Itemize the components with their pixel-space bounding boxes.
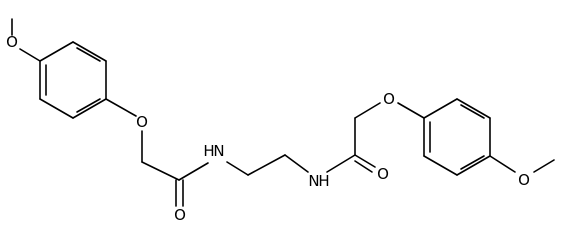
bond [19,48,41,62]
bond [354,102,381,119]
bond [354,160,373,173]
benzene-ring-left [39,41,107,119]
atom-label-oxygen: O [6,33,18,51]
bond [354,154,376,168]
atom-label-oxygen: O [383,90,395,108]
bond [326,154,356,173]
atom-label-oxygen: O [136,113,148,131]
bond [141,161,180,181]
atom-label-nitrogen: N [213,142,224,160]
bond [489,155,516,173]
chemical-structure: O O H N O N H O O O [6,18,555,224]
atom-label-hydrogen: H [203,142,214,160]
atom-label-oxygen: O [377,165,389,183]
atom-label-oxygen: O [174,206,186,224]
atom-label-oxygen: O [518,171,530,189]
bond [226,161,249,176]
benzene-ring-right [423,98,491,176]
bond [247,154,286,176]
bond [533,159,555,173]
bond [397,102,425,119]
bond [105,98,137,117]
bond [178,162,209,181]
bond [284,154,309,173]
atom-label-nitrogen: N [308,172,319,190]
atom-label-hydrogen: H [318,172,329,190]
